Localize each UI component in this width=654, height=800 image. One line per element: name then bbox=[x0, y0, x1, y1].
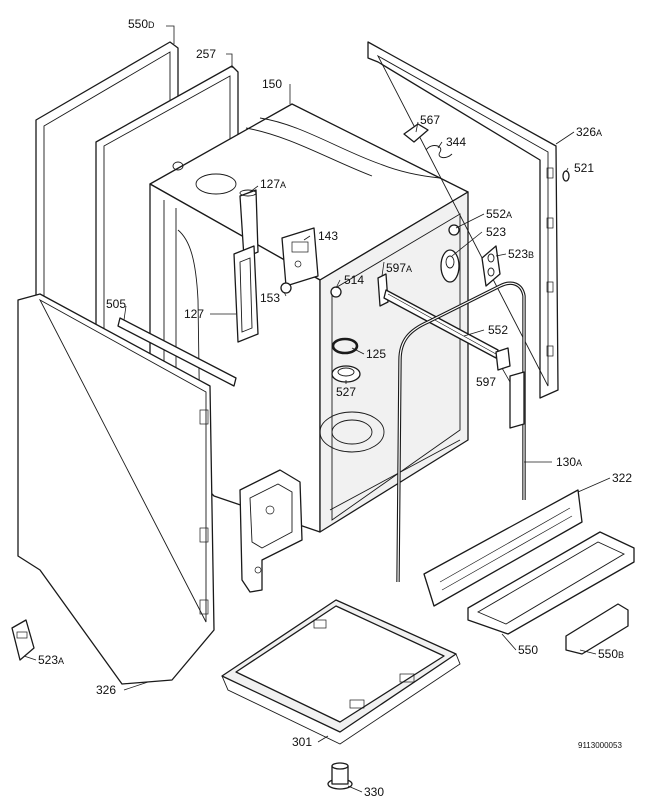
callout-567: 567 bbox=[420, 113, 440, 127]
part-rear-panel-326a bbox=[367, 41, 559, 399]
part-bracket-550b bbox=[565, 603, 629, 655]
part-foot-330 bbox=[327, 762, 353, 790]
callout-505: 505 bbox=[106, 297, 126, 311]
part-screw-521 bbox=[562, 170, 570, 182]
callout-523b: 523B bbox=[508, 247, 534, 261]
part-gasket-523b bbox=[481, 245, 501, 287]
callout-125: 125 bbox=[366, 347, 386, 361]
part-bracket-143 bbox=[281, 227, 319, 287]
callout-550b: 550B bbox=[598, 647, 624, 661]
callout-527: 527 bbox=[336, 385, 356, 399]
callout-127a: 127A bbox=[260, 177, 286, 191]
part-stop-597 bbox=[495, 347, 511, 371]
callout-344: 344 bbox=[446, 135, 466, 149]
callout-150: 150 bbox=[262, 77, 282, 91]
part-clip-567 bbox=[403, 123, 429, 143]
part-nut-527 bbox=[331, 365, 361, 383]
part-bracket-523a bbox=[11, 619, 35, 661]
callout-514: 514 bbox=[344, 273, 364, 287]
part-door-seal-130a bbox=[396, 281, 526, 583]
callout-326: 326 bbox=[96, 683, 116, 697]
part-guide-rail-552 bbox=[383, 289, 499, 359]
callout-153: 153 bbox=[260, 291, 280, 305]
part-base-rail-322 bbox=[423, 489, 583, 607]
part-valve-523 bbox=[440, 249, 460, 283]
callout-130a: 130A bbox=[556, 455, 582, 469]
part-screw-514 bbox=[330, 286, 342, 298]
part-door-panel-326 bbox=[17, 293, 215, 685]
part-o-ring-125 bbox=[331, 337, 359, 355]
callout-550: 550 bbox=[518, 643, 538, 657]
callout-326a: 326A bbox=[576, 125, 602, 139]
callout-597a: 597A bbox=[386, 261, 412, 275]
callout-550d: 550D bbox=[128, 17, 155, 31]
part-plug-552a bbox=[448, 224, 460, 236]
callout-257: 257 bbox=[196, 47, 216, 61]
part-seal-strip-505 bbox=[117, 317, 237, 387]
part-hinge-127 bbox=[233, 245, 259, 343]
callout-552: 552 bbox=[488, 323, 508, 337]
callout-523a: 523A bbox=[38, 653, 64, 667]
part-spring-344 bbox=[425, 145, 453, 159]
callout-labels: 550D 257 150 567 344 326A 521 127A 552A … bbox=[38, 17, 632, 799]
part-door-bracket bbox=[239, 469, 303, 593]
callout-521: 521 bbox=[574, 161, 594, 175]
callout-301: 301 bbox=[292, 735, 312, 749]
part-base-profile-550 bbox=[467, 531, 635, 635]
callout-523: 523 bbox=[486, 225, 506, 239]
callout-127: 127 bbox=[184, 307, 204, 321]
callout-552a: 552A bbox=[486, 207, 512, 221]
callout-322: 322 bbox=[612, 471, 632, 485]
drawing-code: 9113000053 bbox=[578, 741, 622, 750]
callout-330: 330 bbox=[364, 785, 384, 799]
callout-597: 597 bbox=[476, 375, 496, 389]
part-side-bracket bbox=[509, 371, 525, 429]
leader-lines bbox=[23, 25, 611, 793]
part-screw-153 bbox=[280, 282, 292, 294]
part-base-tray-301 bbox=[221, 599, 461, 745]
callout-143: 143 bbox=[318, 229, 338, 243]
